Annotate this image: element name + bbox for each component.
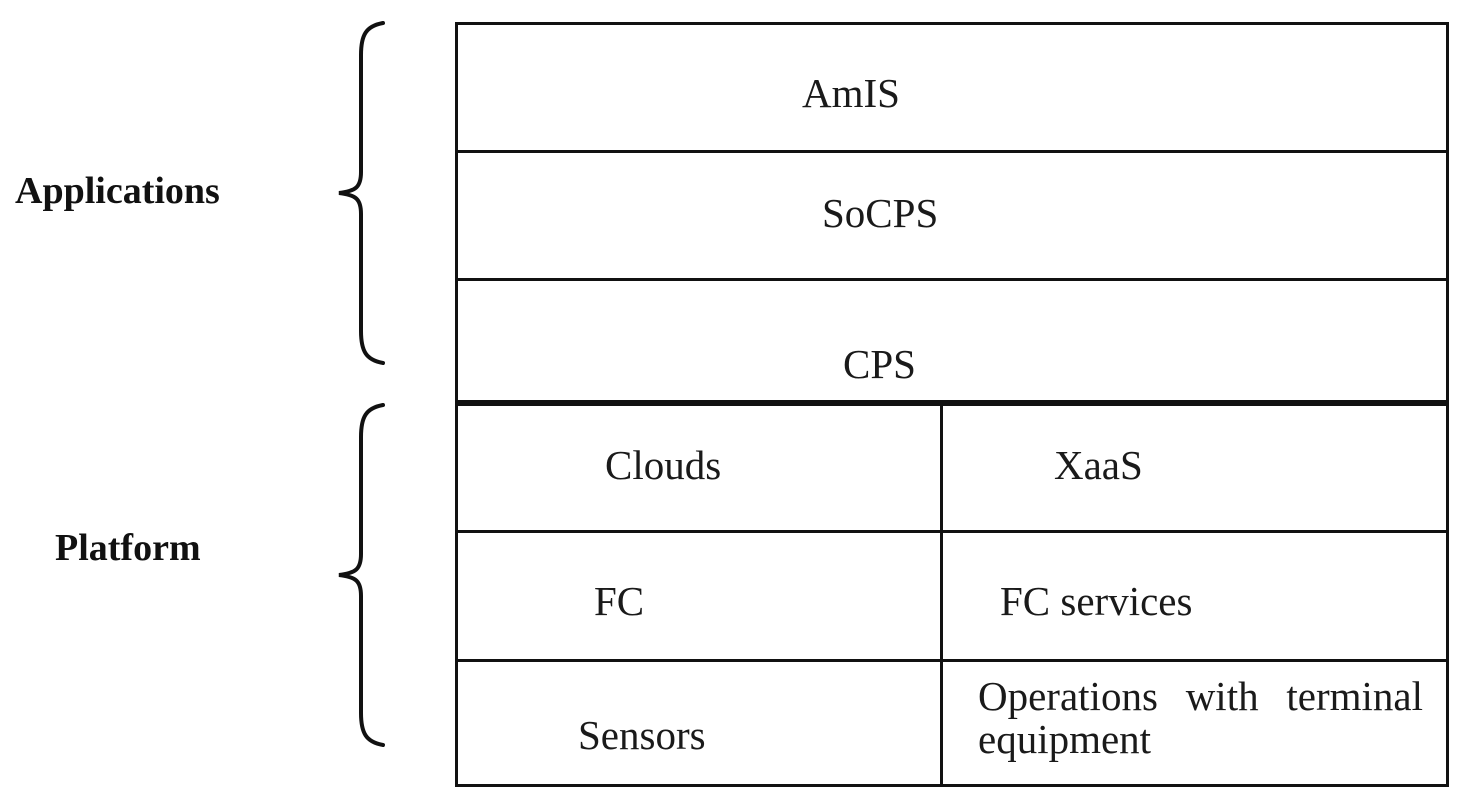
platform-curly-brace-icon [333, 402, 387, 748]
platform-group-label: Platform [55, 527, 201, 569]
row-socps [458, 153, 1446, 281]
layer-label-clouds: Clouds [605, 442, 722, 488]
layer-label-cps: CPS [843, 341, 916, 387]
layer-label-fc-services: FC services [1000, 578, 1193, 624]
layer-label-amis: AmIS [802, 70, 900, 116]
row-fc-fcservices [458, 533, 1446, 662]
row-amis [458, 25, 1446, 153]
platform-section [458, 403, 1446, 787]
row-cps [458, 281, 1446, 403]
applications-section [458, 25, 1446, 403]
applications-group-label: Applications [15, 170, 220, 212]
layer-label-fc: FC [594, 578, 645, 624]
layer-label-socps: SoCPS [822, 190, 939, 236]
layer-table: AmIS SoCPS CPS Clouds XaaS FC FC service… [455, 22, 1449, 787]
layer-label-xaas: XaaS [1054, 442, 1143, 488]
row-clouds-xaas [458, 406, 1446, 533]
cell-xaas [943, 406, 1446, 530]
layer-label-sensors: Sensors [578, 712, 706, 758]
cell-fc [458, 533, 943, 659]
cell-clouds [458, 406, 943, 530]
applications-curly-brace-icon [333, 20, 387, 366]
cell-sensors [458, 662, 943, 787]
row-sensors-operations [458, 662, 1446, 787]
layer-label-operations-with-terminal-equipment: Operations with terminal equipment [978, 673, 1423, 763]
